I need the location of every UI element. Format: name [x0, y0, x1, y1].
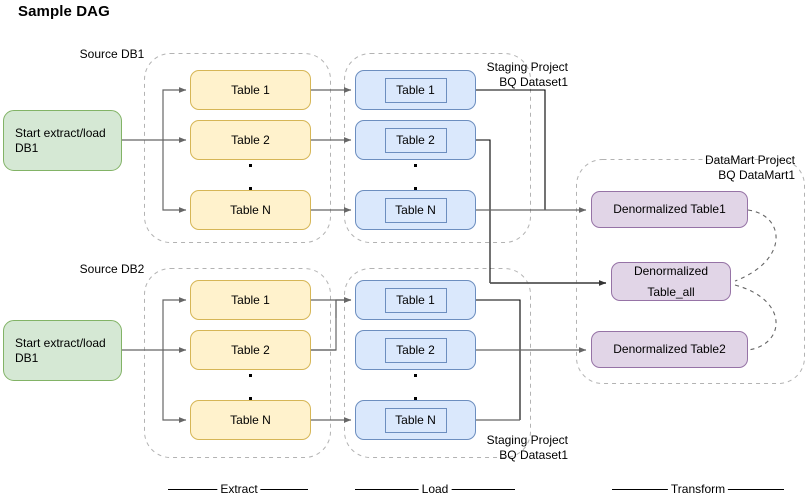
node-start-extract-load-db1-top[interactable]: Start extract/load DB1 [3, 110, 122, 171]
page-title: Sample DAG [18, 3, 110, 20]
ellipsis-load-bottom [413, 374, 417, 400]
start-bottom-line2: DB1 [15, 350, 39, 365]
start-bottom-line1: Start extract/load [15, 335, 106, 350]
node-load-top-table-2[interactable]: Table 2 [355, 120, 476, 160]
denormalized-table-all-line2: Table_all [647, 284, 695, 299]
group-staging-top [344, 53, 531, 243]
stage-label-extract: Extract [217, 482, 261, 496]
node-denormalized-table-all[interactable]: Denormalized Table_all [611, 262, 731, 301]
load-bottom-table-1-inner: Table 1 [384, 287, 447, 313]
node-denormalized-table2[interactable]: Denormalized Table2 [591, 331, 748, 368]
staging-bottom-line1: Staging Project [486, 433, 568, 447]
staging-bottom-line2: BQ Dataset1 [499, 448, 568, 462]
node-load-bottom-table-n[interactable]: Table N [355, 400, 476, 440]
staging-top-line1: Staging Project [486, 60, 568, 74]
node-extract-top-table-2[interactable]: Table 2 [190, 120, 311, 160]
node-extract-bottom-table-2[interactable]: Table 2 [190, 330, 311, 370]
node-extract-top-table-n[interactable]: Table N [190, 190, 311, 230]
datamart-line2: BQ DataMart1 [718, 168, 795, 182]
load-bottom-table-2-inner: Table 2 [384, 337, 447, 363]
ellipsis-extract-bottom [248, 374, 252, 400]
load-top-table-1-inner: Table 1 [384, 77, 447, 103]
group-label-datamart: DataMart Project BQ DataMart1 [640, 153, 795, 183]
node-extract-bottom-table-1[interactable]: Table 1 [190, 280, 311, 320]
group-source-db1 [144, 53, 331, 243]
start-top-line1: Start extract/load [15, 125, 106, 140]
group-source-db2 [144, 268, 331, 458]
load-top-table-n-inner: Table N [384, 197, 447, 223]
node-extract-bottom-table-n[interactable]: Table N [190, 400, 311, 440]
group-label-source-db2: Source DB2 [79, 262, 145, 276]
start-top-line2: DB1 [15, 140, 39, 155]
node-load-bottom-table-2[interactable]: Table 2 [355, 330, 476, 370]
group-staging-bottom [344, 268, 531, 458]
node-load-top-table-n[interactable]: Table N [355, 190, 476, 230]
node-denormalized-table1[interactable]: Denormalized Table1 [591, 191, 748, 228]
node-load-bottom-table-1[interactable]: Table 1 [355, 280, 476, 320]
load-bottom-table-n-inner: Table N [384, 407, 447, 433]
stage-label-load: Load [418, 482, 452, 496]
node-start-extract-load-db1-bottom[interactable]: Start extract/load DB1 [3, 320, 122, 381]
group-label-staging-bottom: Staging Project BQ Dataset1 [420, 433, 568, 463]
node-extract-top-table-1[interactable]: Table 1 [190, 70, 311, 110]
ellipsis-extract-top [248, 164, 252, 190]
load-top-table-2-inner: Table 2 [384, 127, 447, 153]
group-label-source-db1: Source DB1 [79, 47, 145, 61]
staging-top-line2: BQ Dataset1 [499, 75, 568, 89]
ellipsis-load-top [413, 164, 417, 190]
node-load-top-table-1[interactable]: Table 1 [355, 70, 476, 110]
stage-label-transform: Transform [667, 482, 729, 496]
group-datamart [576, 159, 805, 384]
denormalized-table-all-line1: Denormalized [633, 263, 709, 278]
datamart-line1: DataMart Project [704, 153, 795, 167]
group-label-staging-top: Staging Project BQ Dataset1 [420, 60, 568, 90]
